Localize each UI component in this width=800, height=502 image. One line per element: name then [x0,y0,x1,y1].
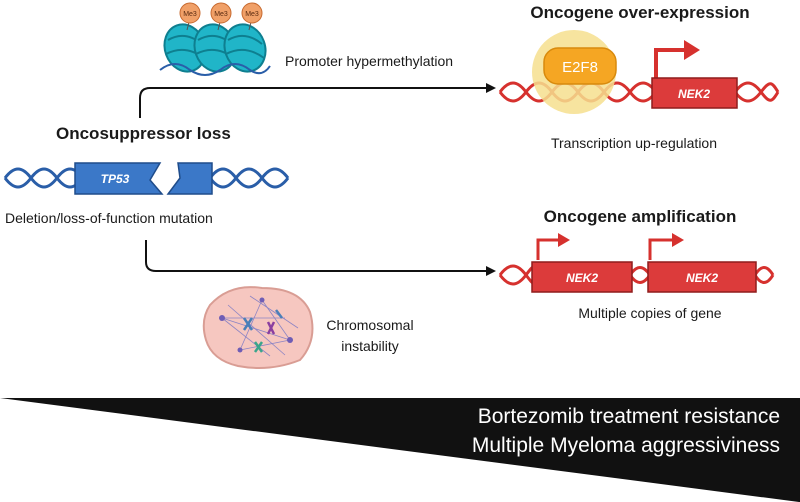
transcription-arrow-icon [648,238,674,260]
nek2-gene-label: NEK2 [678,87,710,101]
e2f8-protein [543,47,617,85]
transcription-arrowhead-icon [672,233,684,247]
tp53-gene-box-right [166,162,213,195]
promoter-hypermethylation-label: Promoter hypermethylation [285,53,453,69]
outcome-line1: Bortezomib treatment resistance [478,405,780,428]
methyl-tag: Me3 [179,2,201,24]
overexpression-title: Oncogene over-expression [530,3,749,22]
transcription-arrow-icon [654,48,686,80]
methyl-tag-label: Me3 [245,11,259,18]
deletion-caption: Deletion/loss-of-function mutation [5,210,213,226]
nek2-gene-box [651,77,738,109]
methyl-tag-label: Me3 [214,11,228,18]
transcription-arrowhead-icon [558,233,570,247]
chromosomal-instability-line2: instability [341,338,399,354]
nucleosome-group: Me3 Me3 Me3 [159,2,271,76]
transcription-caption: Transcription up-regulation [551,135,717,151]
nek2-gene-label: NEK2 [686,271,718,285]
methyl-tag: Me3 [241,2,263,24]
arrow-to-overexpression [139,83,496,118]
amplification-caption: Multiple copies of gene [578,305,721,321]
transcription-arrowhead-icon [684,40,700,60]
amplification-title: Oncogene amplification [544,207,737,226]
chromosome-icon [242,309,283,353]
oncosuppressor-title: Oncosuppressor loss [56,124,231,143]
cell-icon [202,286,314,369]
tp53-dna: TP53 [3,162,290,195]
chromosomal-instability-line1: Chromosomal [326,317,413,333]
e2f8-label: E2F8 [562,59,598,76]
nek2-gene-label: NEK2 [566,271,598,285]
methyl-tag: Me3 [210,2,232,24]
methyl-tag-label: Me3 [183,11,197,18]
transcription-arrow-icon [536,238,560,260]
nek2-gene-box [531,261,633,293]
nucleosome-icon [223,23,267,73]
outcome-wedge [0,398,800,502]
tp53-gene-label: TP53 [101,172,130,186]
nek2-gene-box [647,261,757,293]
tp53-gene-box-left [74,162,164,195]
outcome-line2: Multiple Myeloma aggressiviness [472,434,780,457]
arrow-to-amplification [145,240,496,276]
